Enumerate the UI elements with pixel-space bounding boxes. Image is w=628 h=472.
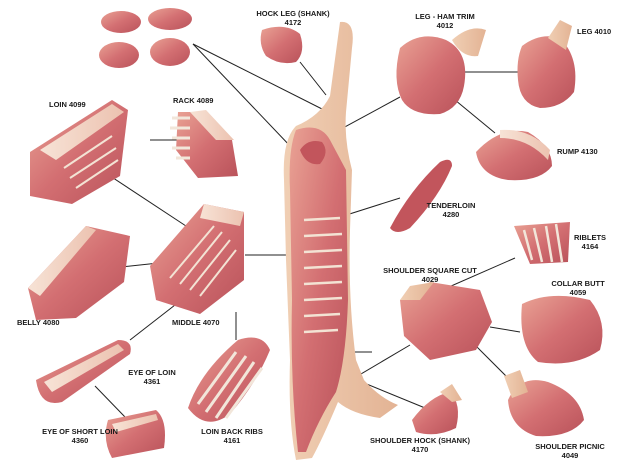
label-belly-name: BELLY — [17, 318, 41, 327]
label-rack-name: RACK — [173, 96, 195, 105]
label-leg-name: LEG — [577, 27, 593, 36]
label-collar-butt-code: 4059 — [569, 287, 587, 297]
shoulder-picnic — [508, 380, 584, 437]
label-collar-butt: COLLAR BUTT 4059 — [551, 279, 605, 297]
belly — [28, 226, 130, 320]
label-eye-of-short-loin-name: EYE OF SHORT LOIN — [42, 427, 118, 436]
rack — [170, 110, 238, 178]
label-hock-leg-name: HOCK LEG (SHANK) — [256, 9, 330, 18]
label-leg-ham-trim: LEG - HAM TRIM 4012 — [415, 12, 475, 30]
label-loin-code: 4099 — [69, 100, 86, 109]
label-leg-code: 4010 — [594, 27, 612, 36]
riblets — [514, 222, 570, 264]
label-shoulder-square-cut-name: SHOULDER SQUARE CUT — [383, 266, 477, 275]
label-loin-back-ribs-name: LOIN BACK RIBS — [201, 427, 263, 436]
label-leg: LEG 4010 — [577, 27, 612, 37]
label-shoulder-picnic: SHOULDER PICNIC 4049 — [535, 442, 605, 460]
label-riblets: RIBLETS 4164 — [573, 233, 607, 251]
label-loin: LOIN 4099 — [49, 100, 86, 110]
carcass-half — [283, 21, 398, 460]
label-tenderloin: TENDERLOIN 4280 — [426, 201, 476, 219]
leg — [517, 36, 576, 109]
label-collar-butt-name: COLLAR BUTT — [551, 279, 605, 288]
label-middle: MIDDLE 4070 — [172, 318, 220, 328]
label-shoulder-hock: SHOULDER HOCK (SHANK) 4170 — [370, 436, 470, 454]
shoulder-square-cut — [400, 282, 492, 360]
label-rump-name: RUMP — [557, 147, 579, 156]
label-rump: RUMP 4130 — [557, 147, 598, 157]
label-tenderloin-name: TENDERLOIN — [426, 201, 476, 210]
label-shoulder-hock-code: 4170 — [411, 444, 429, 454]
label-hock-leg: HOCK LEG (SHANK) 4172 — [256, 9, 330, 27]
label-loin-back-ribs-code: 4161 — [223, 435, 241, 445]
label-eye-of-loin-name: EYE OF LOIN — [128, 368, 176, 377]
label-shoulder-picnic-code: 4049 — [561, 450, 579, 460]
label-rump-code: 4130 — [581, 147, 598, 156]
leg-ham-trim — [396, 36, 466, 115]
shoulder-hock — [412, 392, 458, 435]
label-eye-of-loin-code: 4361 — [143, 376, 161, 386]
label-belly: BELLY 4080 — [17, 318, 60, 328]
middle — [150, 204, 244, 314]
label-middle-name: MIDDLE — [172, 318, 201, 327]
label-leg-ham-trim-name: LEG - HAM TRIM — [415, 12, 475, 21]
loin-back-ribs — [188, 337, 270, 422]
label-shoulder-square-cut: SHOULDER SQUARE CUT 4029 — [383, 266, 477, 284]
tenderloin — [390, 159, 452, 232]
hock-slices — [99, 8, 192, 68]
label-eye-of-short-loin-code: 4360 — [71, 435, 89, 445]
label-riblets-name: RIBLETS — [573, 233, 607, 242]
label-loin-name: LOIN — [49, 100, 67, 109]
label-riblets-code: 4164 — [581, 241, 599, 251]
label-eye-of-loin: EYE OF LOIN 4361 — [128, 368, 176, 386]
label-shoulder-hock-name: SHOULDER HOCK (SHANK) — [370, 436, 470, 445]
label-rack-code: 4089 — [196, 96, 214, 105]
label-tenderloin-code: 4280 — [442, 209, 460, 219]
collar-butt — [521, 295, 603, 364]
label-hock-leg-code: 4172 — [284, 17, 302, 27]
label-leg-ham-trim-code: 4012 — [436, 20, 454, 30]
label-belly-code: 4080 — [42, 318, 60, 327]
label-shoulder-square-cut-code: 4029 — [421, 274, 439, 284]
label-rack: RACK 4089 — [173, 96, 214, 106]
label-loin-back-ribs: LOIN BACK RIBS 4161 — [201, 427, 263, 445]
label-eye-of-short-loin: EYE OF SHORT LOIN 4360 — [42, 427, 118, 445]
hock-leg-shank — [260, 26, 303, 64]
label-shoulder-picnic-name: SHOULDER PICNIC — [535, 442, 605, 451]
label-middle-code: 4070 — [202, 318, 220, 327]
